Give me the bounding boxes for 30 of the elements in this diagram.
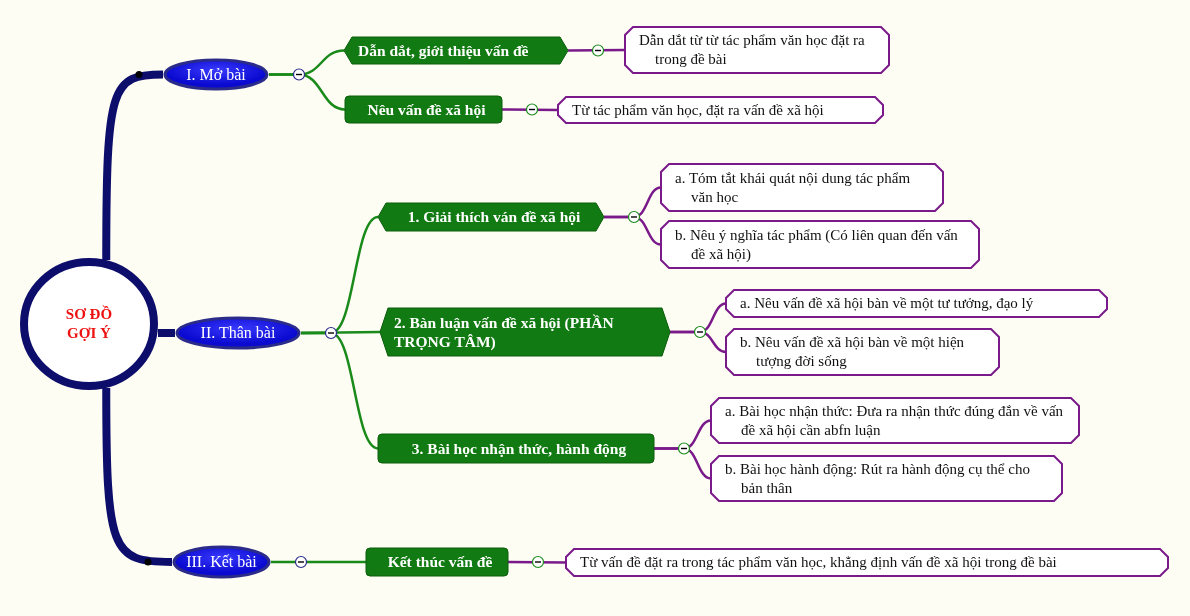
topic-box: 2. Bàn luận vấn đề xã hội (PHẦN TRỌNG TÂM) bbox=[380, 308, 670, 356]
detail-box: a. Tóm tắt khái quát nội dung tác phẩm văn học bbox=[661, 164, 943, 211]
connector-line bbox=[508, 560, 566, 564]
topic-box: Dẫn dắt, giới thiệu vấn đề bbox=[344, 37, 568, 64]
detail-box: Từ tác phẩm văn học, đặt ra vấn đề xã hội bbox=[558, 97, 883, 123]
connector-line bbox=[102, 387, 173, 566]
connector-line bbox=[269, 73, 346, 111]
section-ellipse: II. Thân bài bbox=[175, 316, 301, 350]
connector-line bbox=[654, 447, 712, 480]
detail-box: a. Nêu vấn đề xã hội bàn về một tư tưởng, đạo lý bbox=[726, 290, 1107, 317]
topic-box: 1. Giải thích ván đề xã hội bbox=[378, 203, 604, 231]
section-ellipse: III. Kết bài bbox=[172, 545, 271, 579]
connector-line bbox=[102, 70, 164, 261]
connector-line bbox=[271, 560, 366, 564]
detail-box: a. Bài học nhận thức: Đưa ra nhận thức đúng đắn về vấn đề xã hội cần abfn luận bbox=[711, 398, 1079, 443]
connector-line bbox=[604, 215, 662, 246]
central-topic-circle: SƠ ĐỒ GỢI Ý bbox=[20, 258, 158, 390]
connector-line bbox=[502, 108, 558, 112]
connector-line bbox=[670, 330, 727, 354]
detail-box: b. Nêu ý nghĩa tác phẩm (Có liên quan đến vấn đề xã hội) bbox=[661, 221, 979, 268]
topic-box: Kết thúc vấn đề bbox=[366, 548, 508, 576]
connector-line bbox=[301, 331, 379, 450]
detail-box: b. Bài học hành động: Rút ra hành động cụ thể cho bản thân bbox=[711, 456, 1062, 501]
detail-box: Từ vấn đề đặt ra trong tác phẩm văn học, khẳng định vấn đề xã hội trong đề bài bbox=[566, 549, 1168, 576]
detail-box: Dẫn dắt từ từ tác phẩm văn học đặt ra trong đề bài bbox=[625, 27, 889, 73]
topic-box: 3. Bài học nhận thức, hành động bbox=[378, 434, 654, 463]
connector-line bbox=[568, 48, 625, 52]
topic-box: Nêu vấn đề xã hội bbox=[345, 96, 502, 123]
detail-box: b. Nêu vấn đề xã hội bàn về một hiện tượng đời sống bbox=[726, 329, 999, 375]
section-ellipse: I. Mở bài bbox=[163, 58, 269, 91]
